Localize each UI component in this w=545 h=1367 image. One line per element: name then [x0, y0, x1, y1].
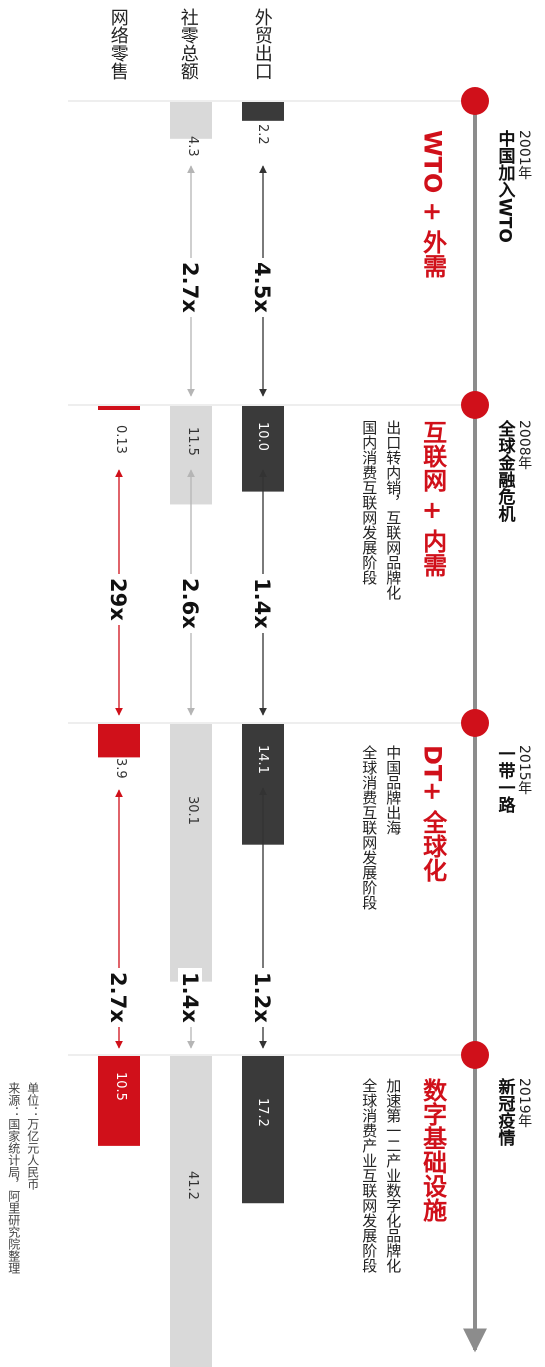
bar-0-0 [242, 102, 284, 121]
milestone-headline: DT+ 全球化 [418, 745, 447, 882]
data-label-export-2019: 17.2 [254, 1098, 270, 1127]
milestone-event: 中国加入WTO [494, 130, 515, 243]
milestone-desc: 全球消费互联网发展阶段 [360, 745, 379, 910]
milestone-year: 2001年 [516, 130, 533, 180]
multiplier-retail-1: 2.7x [178, 258, 203, 317]
milestone-desc: 出口转内销，互联网品牌化 [384, 420, 403, 600]
milestone-dot-0 [461, 87, 489, 115]
milestone-headline: WTO + 外需 [418, 130, 447, 279]
milestone-desc: 加速第一二产业数字化品牌化 [384, 1078, 403, 1273]
milestone-year: 2015年 [516, 745, 533, 795]
milestone-year: 2019年 [516, 1078, 533, 1128]
data-label-export-2001: 2.2 [254, 124, 270, 145]
data-label-retail-2001: 4.3 [184, 136, 200, 157]
milestone-event: 一带一路 [494, 745, 515, 813]
multiplier-export-2: 1.4x [250, 574, 275, 633]
column-header-retail: 社零总额 [177, 8, 199, 80]
bar-1-2 [170, 724, 212, 982]
milestone-desc: 全球消费产业互联网发展阶段 [360, 1078, 379, 1273]
milestone-year: 2008年 [516, 420, 533, 470]
multiplier-online-1: 29x [106, 574, 131, 625]
bar-1-3 [170, 1056, 212, 1367]
data-label-retail-2019: 41.2 [184, 1171, 200, 1200]
multiplier-online-2: 2.7x [106, 968, 131, 1027]
milestone-dot-3 [461, 1041, 489, 1069]
data-label-online-2015: 3.9 [112, 758, 128, 779]
data-label-online-2019: 10.5 [112, 1072, 128, 1101]
data-label-export-2008: 10.0 [254, 422, 270, 451]
bar-1-0 [170, 102, 212, 139]
milestone-dot-1 [461, 391, 489, 419]
bar-2-2 [98, 724, 140, 758]
milestone-desc: 中国品牌出海 [384, 745, 403, 835]
data-label-online-2008: 0.13 [112, 425, 128, 454]
data-label-retail-2008: 11.5 [184, 427, 200, 456]
multiplier-retail-3: 1.4x [178, 968, 203, 1027]
multiplier-retail-2: 2.6x [178, 574, 203, 633]
bar-2-3 [98, 1056, 140, 1146]
multiplier-export-3: 1.2x [250, 968, 275, 1027]
milestone-headline: 互联网 + 内需 [418, 420, 447, 577]
data-label-export-2015: 14.1 [254, 745, 270, 774]
unit-note: 单位：万亿元人民币 [25, 1082, 40, 1190]
milestone-desc: 国内消费互联网发展阶段 [360, 420, 379, 585]
multiplier-export-1: 4.5x [250, 258, 275, 317]
milestone-event: 新冠疫情 [494, 1078, 515, 1146]
milestone-headline: 数字基础设施 [418, 1078, 447, 1222]
column-header-online: 网络零售 [107, 8, 129, 80]
bar-0-3 [242, 1056, 284, 1204]
source-note: 来源：国家统计局，阿里研究院整理 [6, 1082, 21, 1274]
column-header-export: 外贸出口 [251, 8, 273, 80]
milestone-dot-2 [461, 709, 489, 737]
bar-2-1 [98, 406, 140, 410]
data-label-retail-2015: 30.1 [184, 796, 200, 825]
milestone-event: 全球金融危机 [494, 420, 515, 522]
